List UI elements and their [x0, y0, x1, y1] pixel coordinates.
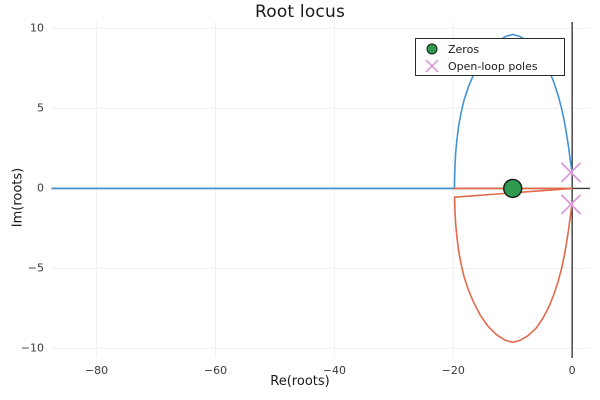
x-tick-label: −60: [203, 364, 228, 377]
legend-label-zeros: Zeros: [448, 42, 480, 56]
zeros-marker-icon: [416, 41, 448, 57]
y-tick-label: −10: [20, 341, 44, 355]
x-tick-label: −40: [322, 364, 346, 377]
locus-curves: [51, 33, 573, 344]
pole-zero-markers: [503, 162, 581, 215]
y-tick-label: 10: [30, 21, 44, 35]
pole-x-marker-icon: [416, 58, 448, 74]
x-tick-label: −80: [84, 364, 109, 377]
x-axis-label: Re(roots): [270, 374, 330, 389]
x-tick-label: 0: [568, 364, 576, 377]
y-axis-label: Im(roots): [10, 167, 26, 228]
legend-label-open-loop-poles: Open-loop poles: [448, 59, 538, 73]
legend-item-open-loop-poles[interactable]: Open-loop poles: [416, 58, 566, 74]
legend-item-zeros[interactable]: Zeros: [416, 41, 566, 57]
y-tick-label: 5: [37, 101, 44, 115]
y-tick-label: −5: [27, 261, 44, 275]
x-tick-label: −20: [441, 364, 465, 377]
page-title: Root locus: [254, 2, 346, 22]
y-tick-label: 0: [37, 181, 44, 195]
legend[interactable]: Zeros Open-loop poles: [415, 38, 565, 76]
